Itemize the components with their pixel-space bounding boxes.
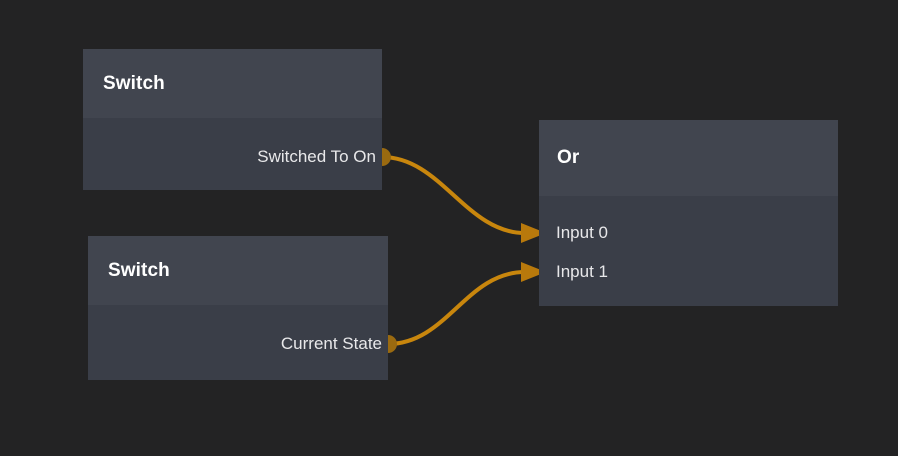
- pin-label-input-0: Input 0: [556, 223, 608, 242]
- pin-label-input-1: Input 1: [556, 262, 608, 281]
- node-title-switch-2: Switch: [108, 259, 170, 281]
- node-body-or-1: Input 0 Input 1: [539, 196, 838, 306]
- pin-label-switched-to-on: Switched To On: [257, 147, 376, 166]
- input-pin-row-or-1-1[interactable]: Input 1: [539, 262, 608, 282]
- node-title-or-1: Or: [557, 147, 580, 168]
- pin-label-current-state: Current State: [280, 334, 382, 353]
- output-pin-row-switch-1-0[interactable]: Switched To On: [257, 147, 382, 167]
- input-pin-row-or-1-0[interactable]: Input 0: [539, 223, 608, 243]
- output-pin-row-switch-2-0[interactable]: Current State: [281, 334, 388, 354]
- node-header-switch-2[interactable]: Switch: [88, 236, 388, 305]
- wire-switched-to-on-to-input-0[interactable]: [380, 155, 527, 235]
- wire-current-state-to-input-1[interactable]: [386, 270, 527, 346]
- node-body-switch-1: Switched To On: [83, 118, 382, 190]
- node-header-or-1[interactable]: Or: [539, 120, 838, 196]
- node-title-switch-1: Switch: [103, 72, 165, 94]
- node-body-switch-2: Current State: [88, 305, 388, 380]
- node-header-switch-1[interactable]: Switch: [83, 49, 382, 118]
